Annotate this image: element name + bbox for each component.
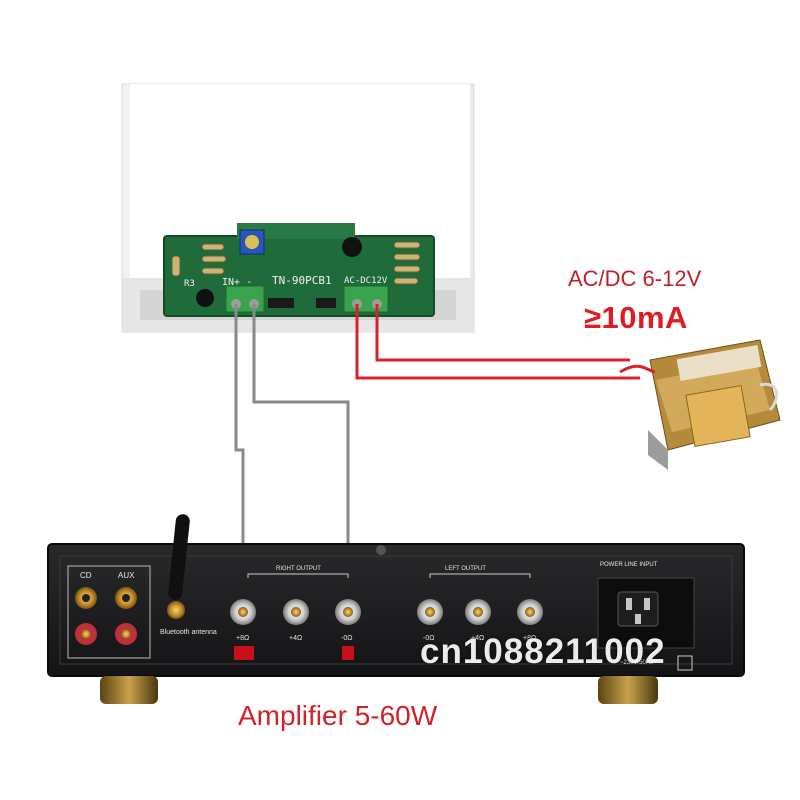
watermark: cn1088211002 bbox=[420, 632, 666, 671]
speaker-terminal[interactable] bbox=[230, 599, 256, 625]
terminal-label: -0Ω bbox=[423, 635, 434, 642]
pcb-r-label: R3 bbox=[184, 279, 195, 289]
speaker-terminal[interactable] bbox=[517, 599, 543, 625]
speaker-terminal[interactable] bbox=[283, 599, 309, 625]
red-marker bbox=[234, 646, 254, 660]
speaker-terminal[interactable] bbox=[335, 599, 361, 625]
signal-wires bbox=[234, 304, 350, 612]
pcb-power-label: AC-DC12V bbox=[344, 276, 388, 286]
voltage-note: ~230V/50Hz bbox=[620, 660, 653, 666]
terminal-label: +8Ω bbox=[236, 635, 249, 642]
antenna-label: Bluetooth antenna bbox=[160, 629, 217, 636]
terminal-label: +4Ω bbox=[471, 635, 484, 642]
pcb-board: TN-90PCB1 IN+ - AC-DC12V R3 bbox=[163, 223, 435, 317]
power-wires bbox=[355, 304, 640, 380]
input-cd-label: CD bbox=[80, 571, 92, 580]
terminal-label: -0Ω bbox=[341, 635, 352, 642]
input-aux-label: AUX bbox=[118, 571, 135, 580]
ce-mark-icon bbox=[677, 655, 693, 671]
pcb-model-label: TN-90PCB1 bbox=[272, 274, 332, 287]
transformer bbox=[619, 339, 781, 470]
amplifier-panel: CD AUX Bluetooth antenna RIGHT OUTPUT LE… bbox=[47, 514, 745, 704]
terminal-label: +8Ω bbox=[523, 635, 536, 642]
supply-voltage-label: AC/DC 6-12V bbox=[568, 266, 702, 291]
pcb-input-label: IN+ - bbox=[222, 277, 252, 288]
speaker-terminal[interactable] bbox=[417, 599, 443, 625]
terminal-label: +4Ω bbox=[289, 635, 302, 642]
speaker-terminal[interactable] bbox=[465, 599, 491, 625]
left-output-label: LEFT OUTPUT bbox=[445, 566, 486, 572]
red-marker bbox=[342, 646, 354, 660]
power-input-label: POWER LINE INPUT bbox=[600, 562, 658, 568]
right-output-label: RIGHT OUTPUT bbox=[276, 566, 321, 572]
supply-current-label: ≥10mA bbox=[584, 300, 688, 335]
amplifier-caption: Amplifier 5-60W bbox=[238, 700, 438, 731]
bluetooth-antenna-icon bbox=[167, 514, 190, 619]
